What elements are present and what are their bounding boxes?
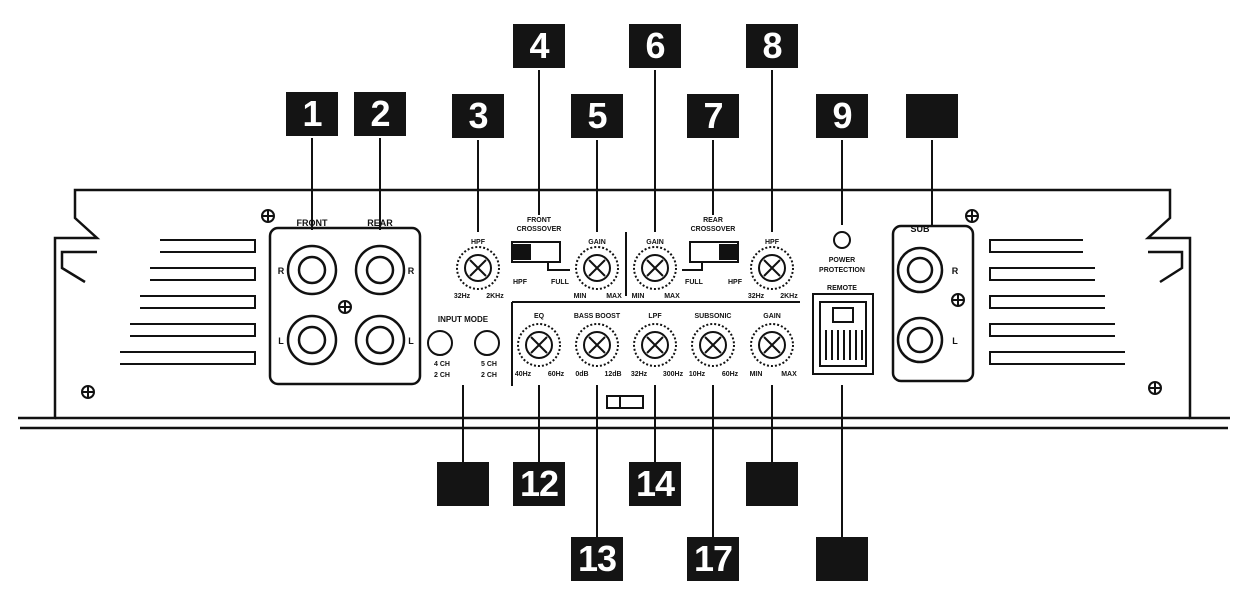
callout-6: 6 <box>629 24 681 68</box>
input-mode-buttons <box>427 330 500 356</box>
label-input-a1: 4 CH <box>434 361 450 368</box>
callout-15 <box>746 462 798 506</box>
label-front-r: R <box>278 266 285 276</box>
label-bb-hi: 12dB <box>604 371 621 378</box>
label-front-crossover-2: CROSSOVER <box>517 226 562 233</box>
callout-14: 14 <box>629 462 681 506</box>
label-ss-lo: 10Hz <box>689 371 706 378</box>
label-bass-boost: BASS BOOST <box>574 313 621 320</box>
left-vents <box>120 239 256 365</box>
chassis-outline <box>18 188 1230 430</box>
callout-12: 12 <box>513 462 565 506</box>
label-sub-gain-max: MAX <box>781 371 797 378</box>
leader-lines <box>311 70 933 537</box>
label-front: FRONT <box>297 218 328 228</box>
label-input-b1: 5 CH <box>481 361 497 368</box>
callout-16 <box>816 537 868 581</box>
label-input-mode: INPUT MODE <box>438 315 489 324</box>
label-ss-hi: 60Hz <box>722 371 739 378</box>
label-input-a2: 2 CH <box>434 372 450 379</box>
callout-1: 1 <box>286 92 338 136</box>
label-rear-gain: GAIN <box>646 239 664 246</box>
label-rear-hpf-min: 32Hz <box>748 293 765 300</box>
label-lpf-hi: 300Hz <box>663 371 684 378</box>
label-eq: EQ <box>534 313 545 320</box>
fuse <box>606 395 644 409</box>
remote-connector <box>812 293 874 375</box>
label-front-gain-min: MIN <box>574 293 587 300</box>
label-front-hpf: HPF <box>471 239 486 246</box>
label-rear-hpf-max: 2KHz <box>780 293 798 300</box>
label-front-gain-max: MAX <box>606 293 622 300</box>
label-sub-r: R <box>952 266 959 276</box>
label-lpf-lo: 32Hz <box>631 371 648 378</box>
label-front-sw-full: FULL <box>551 279 570 286</box>
callout-3: 3 <box>452 94 504 138</box>
label-rear-sw-full: FULL <box>685 279 704 286</box>
label-front-l: L <box>278 336 284 346</box>
callout-8: 8 <box>746 24 798 68</box>
crossover-switches <box>511 241 739 271</box>
label-lpf: LPF <box>648 313 662 320</box>
callout-10 <box>906 94 958 138</box>
label-power: POWER <box>829 257 855 264</box>
callout-7: 7 <box>687 94 739 138</box>
label-front-crossover-1: FRONT <box>527 217 552 224</box>
screws <box>81 209 1162 399</box>
label-eq-hi: 60Hz <box>548 371 565 378</box>
label-rear: REAR <box>367 218 393 228</box>
label-sub-l: L <box>952 336 958 346</box>
label-sub: SUB <box>910 224 930 234</box>
label-remote: REMOTE <box>827 285 857 292</box>
label-sub-gain: GAIN <box>763 313 781 320</box>
callout-5: 5 <box>571 94 623 138</box>
label-front-sw-hpf: HPF <box>513 279 528 286</box>
right-vents <box>989 239 1125 365</box>
label-input-b2: 2 CH <box>481 372 497 379</box>
label-front-gain: GAIN <box>588 239 606 246</box>
label-rear-crossover-1: REAR <box>703 217 723 224</box>
callout-11 <box>437 462 489 506</box>
label-subsonic: SUBSONIC <box>695 313 732 320</box>
label-bb-lo: 0dB <box>575 371 588 378</box>
label-front-hpf-max: 2KHz <box>486 293 504 300</box>
label-rear-gain-max: MAX <box>664 293 680 300</box>
callout-13: 13 <box>571 537 623 581</box>
rca-input-box <box>268 226 422 386</box>
callout-2: 2 <box>354 92 406 136</box>
label-rear-hpf: HPF <box>765 239 780 246</box>
callout-17: 17 <box>687 537 739 581</box>
label-rear-r: R <box>408 266 415 276</box>
label-rear-gain-min: MIN <box>632 293 645 300</box>
panel-dividers <box>511 232 800 386</box>
label-protection: PROTECTION <box>819 267 865 274</box>
callout-9: 9 <box>816 94 868 138</box>
power-led <box>833 231 851 249</box>
panel-labels: FRONT REAR R R L L SUB R L INPUT MODE 4 … <box>278 217 959 379</box>
label-sub-gain-min: MIN <box>750 371 763 378</box>
callout-4: 4 <box>513 24 565 68</box>
label-front-hpf-min: 32Hz <box>454 293 471 300</box>
knobs <box>456 246 794 367</box>
sub-rca-box <box>891 224 975 383</box>
label-rear-l: L <box>408 336 414 346</box>
label-rear-sw-hpf: HPF <box>728 279 743 286</box>
label-eq-lo: 40Hz <box>515 371 532 378</box>
label-rear-crossover-2: CROSSOVER <box>691 226 736 233</box>
